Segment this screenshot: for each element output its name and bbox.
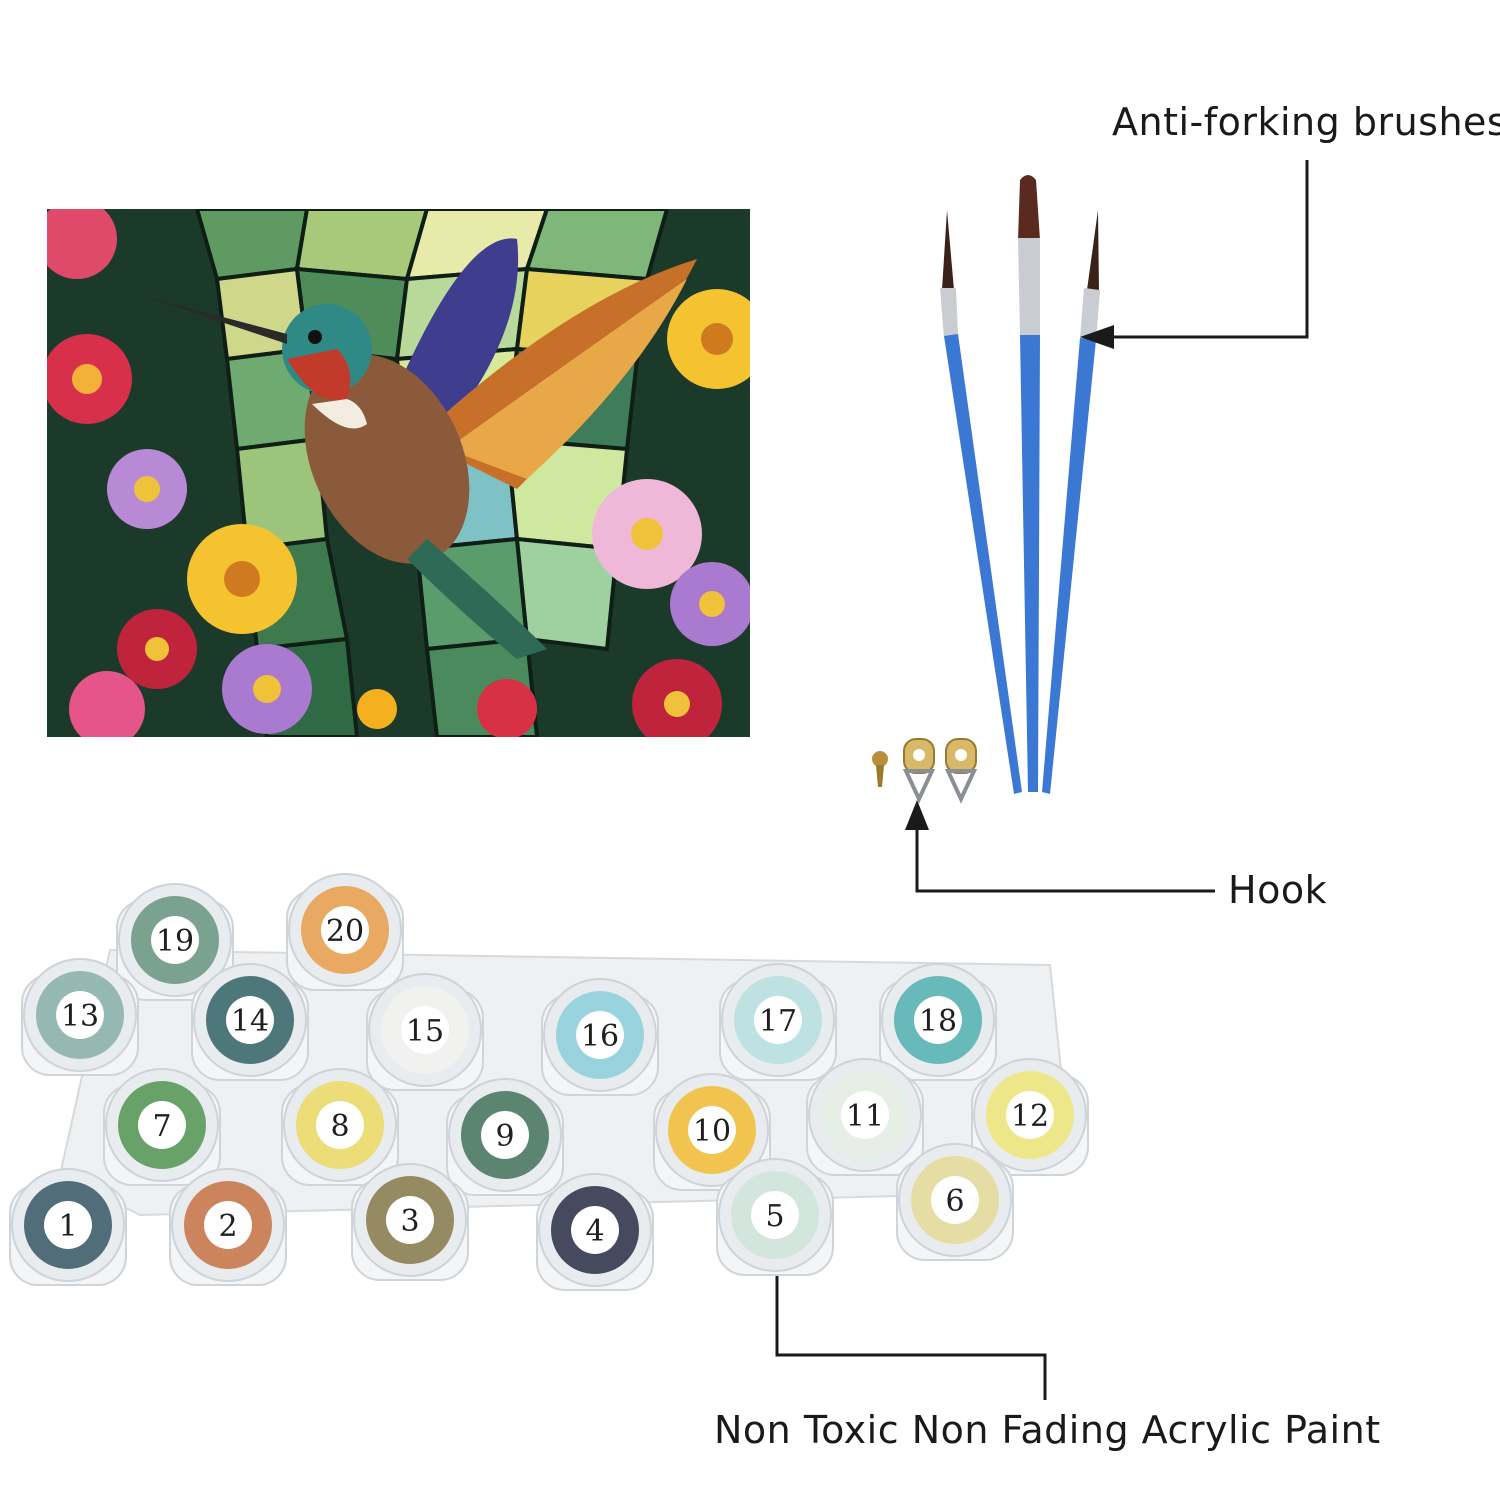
paint-pot-number: 19 [156, 924, 194, 959]
paint-pot-number: 11 [846, 1099, 884, 1134]
paint-pot-icon: 11 [806, 1058, 924, 1176]
paint-pot-number: 17 [759, 1004, 797, 1039]
paint-brush-icon [1018, 175, 1040, 792]
paint-pot-icon: 7 [103, 1068, 221, 1186]
paint-pot-icon: 12 [971, 1058, 1089, 1176]
paint-pot-number: 13 [61, 999, 99, 1034]
paint-pot-icon: 10 [653, 1073, 771, 1191]
hanging-hook-icon [902, 738, 936, 804]
paint-pot-icon: 1 [9, 1168, 127, 1286]
paint-pot-icon: 19 [116, 883, 234, 1001]
paint-pot-number: 14 [231, 1004, 269, 1039]
paint-pot-icon: 3 [351, 1163, 469, 1281]
paint-pot-number: 20 [326, 914, 364, 949]
paint-brush-icon [940, 210, 1022, 794]
paint-pot-icon: 20 [286, 873, 404, 991]
paint-pot-number: 3 [400, 1204, 419, 1239]
paint-pot-number: 5 [765, 1199, 784, 1234]
paint-pot-icon: 4 [536, 1173, 654, 1291]
hook-label: Hook [1228, 868, 1328, 912]
paint-pot-icon: 15 [366, 973, 484, 1091]
hanging-hook-icon [944, 738, 978, 804]
paint-pot-icon: 8 [281, 1068, 399, 1186]
paint-brush-icon [1042, 210, 1100, 794]
paint-pot-number: 10 [693, 1114, 731, 1149]
paint-pot-number: 2 [218, 1209, 237, 1244]
paint-pot-icon: 2 [169, 1168, 287, 1286]
paint-pot-icon: 16 [541, 978, 659, 1096]
paint-pot-icon: 17 [719, 963, 837, 1081]
paint-pot-icon: 6 [896, 1143, 1014, 1261]
paint-pot-icon: 18 [879, 963, 997, 1081]
paint-pot-number: 6 [945, 1184, 964, 1219]
paint-pot-icon: 13 [21, 958, 139, 1076]
paint-pot-number: 8 [330, 1109, 349, 1144]
paint-pot-number: 1 [58, 1209, 77, 1244]
paint-pot-number: 7 [152, 1109, 171, 1144]
paint-pot-number: 15 [406, 1014, 444, 1049]
paint-pot-number: 4 [585, 1214, 604, 1249]
paint-pot-icon: 5 [716, 1158, 834, 1276]
paint-pot-number: 9 [495, 1119, 514, 1154]
paint-pot-number: 16 [581, 1019, 619, 1054]
hummingbird-painting [47, 209, 750, 737]
screw-icon [872, 751, 888, 787]
brush-set [940, 175, 1100, 794]
paint-pot-icon: 9 [446, 1078, 564, 1196]
hardware [872, 738, 978, 804]
paint-pot-icon: 14 [191, 963, 309, 1081]
paint-label: Non Toxic Non Fading Acrylic Paint [714, 1408, 1381, 1452]
paint-pot-number: 18 [919, 1004, 957, 1039]
paint-pot-number: 12 [1011, 1099, 1049, 1134]
brushes-label: Anti-forking brushes [1112, 100, 1500, 144]
